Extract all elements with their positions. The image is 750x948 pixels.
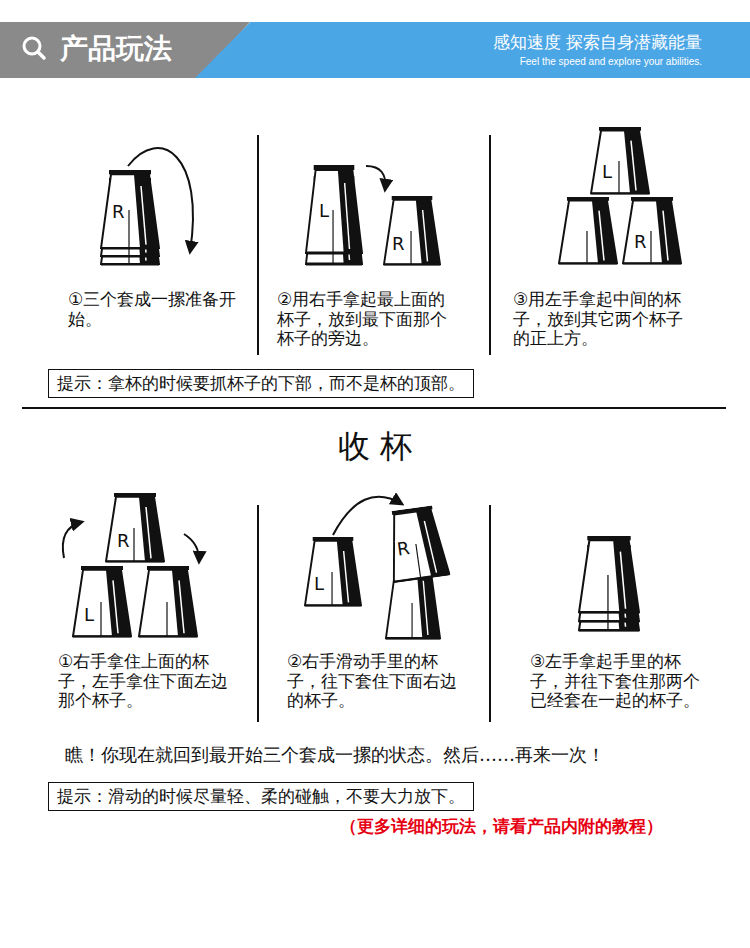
more-info-note: （更多详细的玩法，请看产品内附的教程）: [340, 817, 663, 837]
tip-box: 提示：滑动的时候尽量轻、柔的碰触，不要大力放下。: [48, 782, 474, 811]
step-caption: ③左手拿起手里的杯子，并往下套住那两个已经套在一起的杯子。: [530, 652, 710, 711]
cup-letter: R: [395, 539, 412, 559]
step-caption: ③用左手拿起中间的杯子，放到其它两个杯子的正上方。: [513, 290, 685, 349]
section-heading: 收 杯: [0, 428, 750, 465]
cup-letter: L: [601, 163, 613, 181]
cup-letter: R: [116, 532, 131, 550]
cup-letter: L: [318, 202, 330, 220]
closing-note: 瞧！你现在就回到最开始三个套成一摞的状态。然后……再来一次！: [65, 745, 605, 766]
cup-letter: R: [391, 235, 406, 253]
box-subtext: Feel the speed and explore your abilitie…: [195, 53, 750, 69]
box-text: 感知速度 探索自身潜藏能量: [195, 22, 750, 53]
step-caption: ②用右手拿起最上面的杯子，放到最下面那个杯子的旁边。: [277, 290, 449, 349]
step-caption: ②右手滑动手里的杯子，往下套住下面右边的杯子。: [287, 652, 459, 711]
box-text: 提示：拿杯的时候要抓杯子的下部，而不是杯的顶部。: [49, 370, 473, 397]
step-caption: ①三个套成一摞准备开始。: [68, 290, 240, 329]
cup-letter: L: [83, 606, 95, 624]
box-text: 提示：滑动的时候尽量轻、柔的碰触，不要大力放下。: [49, 783, 473, 810]
box-text: 产品玩法: [0, 22, 250, 66]
slogan-band: 感知速度 探索自身潜藏能量Feel the speed and explore …: [195, 22, 750, 78]
cup-letter: L: [313, 575, 325, 593]
cup-letter: R: [111, 203, 126, 221]
cup-letter: R: [633, 233, 648, 251]
step-caption: ①右手拿住上面的杯子，左手拿住下面左边那个杯子。: [58, 652, 230, 711]
tip-box: 提示：拿杯的时候要抓杯子的下部，而不是杯的顶部。: [48, 369, 474, 398]
